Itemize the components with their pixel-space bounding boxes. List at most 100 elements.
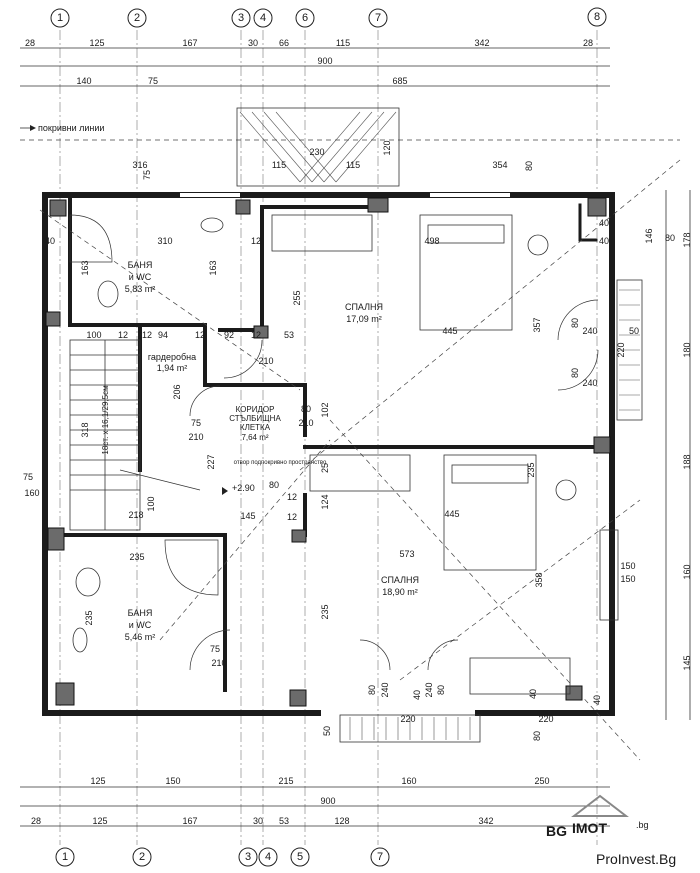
dim-i-498: 498 [424, 236, 439, 246]
dim-bot-167: 167 [182, 816, 197, 826]
dim-i-75c: 75 [210, 644, 220, 654]
dim-i-240b: 240 [582, 378, 597, 388]
dim-i-stair: 18ст. x 16,1/29,5см [101, 385, 110, 454]
axis-top-4: 4 [260, 12, 266, 24]
dim-top-316: 316 [132, 160, 147, 170]
dim-top-685: 685 [392, 76, 407, 86]
room-bath2-name: БАНЯ [128, 608, 153, 618]
axis-bottom-1: 1 [62, 851, 68, 863]
dim-bot-30: 30 [253, 816, 263, 826]
room-corridor-name: КОРИДОР [236, 405, 275, 414]
room-bed2-name: СПАЛНЯ [381, 575, 419, 585]
axis-bottom-5: 5 [297, 851, 303, 863]
dim-i-40c: 40 [599, 236, 609, 246]
dim-i-573: 573 [399, 549, 414, 559]
dim-i-160a: 160 [24, 488, 39, 498]
columns [45, 197, 611, 707]
note-level: +2.90 [232, 483, 255, 493]
axes-bottom: 1 2 3 4 5 7 [55, 847, 390, 867]
dim-i-310: 310 [157, 236, 172, 246]
room-bath1-name: БАНЯ [128, 260, 153, 270]
dim-top-354: 354 [492, 160, 507, 170]
axis-top-2: 2 [134, 12, 140, 24]
dim-stair-230: 230 [309, 147, 324, 157]
dim-bot-53: 53 [279, 816, 289, 826]
dim-top-75b: 75 [142, 170, 152, 180]
dim-i-220b: 220 [400, 714, 415, 724]
dim-i-227: 227 [206, 454, 216, 469]
dim-i-94: 94 [158, 330, 168, 340]
dim-i-124: 124 [320, 494, 330, 509]
dim-i-445b: 445 [444, 509, 459, 519]
dim-i-210a: 210 [258, 356, 273, 366]
dim-i-12g: 12 [287, 492, 297, 502]
dim-i-12d: 12 [142, 330, 152, 340]
room-bath2-area: 5,46 m² [125, 632, 156, 642]
roof-lines-label: покривни линии [38, 123, 104, 133]
dim-i-100a: 100 [86, 330, 101, 340]
dim-i-210c: 210 [298, 418, 313, 428]
room-bed1-area: 17,09 m² [346, 314, 382, 324]
dim-i-218: 218 [128, 510, 143, 520]
room-labels: БАНЯ и WC 5,83 m² СПАЛНЯ 17,09 m² гардер… [125, 260, 419, 642]
dim-i-235c: 235 [84, 610, 94, 625]
dim-i-50b: 50 [322, 726, 332, 736]
dim-top-140: 140 [76, 76, 91, 86]
axis-bottom-4: 4 [265, 851, 271, 863]
dim-i-235d: 235 [320, 604, 330, 619]
axis-top-7: 7 [375, 12, 381, 24]
dim-i-210d: 210 [211, 658, 226, 668]
dim-i-220a: 220 [616, 342, 626, 357]
dim-i-80a: 80 [570, 318, 580, 328]
dim-bot-125: 125 [90, 776, 105, 786]
axis-bottom-2: 2 [139, 851, 145, 863]
dim-i-80c: 80 [301, 404, 311, 414]
axis-top-8: 8 [594, 11, 600, 23]
watermark-brand-right: IMOT [572, 820, 607, 836]
dim-bot-342: 342 [478, 816, 493, 826]
dim-top-115: 115 [336, 38, 350, 48]
dim-right-180: 180 [682, 342, 692, 357]
dim-top-125: 125 [89, 38, 104, 48]
dim-top-80: 80 [524, 161, 534, 171]
dim-i-40a: 40 [45, 236, 55, 246]
watermark-site: ProInvest.Bg [596, 851, 676, 867]
dim-i-102: 102 [320, 402, 330, 417]
dim-bot-150: 150 [165, 776, 180, 786]
room-bath1-sub: и WC [129, 272, 152, 282]
dim-i-100b: 100 [146, 496, 156, 511]
watermark: BG IMOT .bg ProInvest.Bg [546, 794, 676, 867]
watermark-brand-left: BG [546, 823, 567, 839]
dim-right-80: 80 [665, 233, 675, 243]
dim-right-160: 160 [682, 564, 692, 579]
dim-i-25: 25 [320, 463, 330, 473]
dim-i-150b: 150 [620, 574, 635, 584]
dim-i-12b: 12 [118, 330, 128, 340]
axis-top-3: 3 [238, 12, 244, 24]
room-bed2-area: 18,90 m² [382, 587, 418, 597]
axis-bottom-7: 7 [377, 851, 383, 863]
dim-top-342: 342 [474, 38, 489, 48]
grid-axes [59, 30, 598, 845]
dim-i-445a: 445 [442, 326, 457, 336]
plan-notes: отвор подпокривно пространство +2.90 [222, 460, 327, 495]
dim-bot-160: 160 [401, 776, 416, 786]
dimensions-top: 28 125 167 30 66 115 342 28 900 140 75 6… [20, 38, 610, 87]
dim-i-150a: 150 [620, 561, 635, 571]
room-corridor-sub2: КЛЕТКА [240, 423, 271, 432]
balconies [339, 279, 643, 743]
dim-i-255: 255 [292, 290, 302, 305]
dim-i-80e: 80 [367, 685, 377, 695]
interior-dimensions: 40 310 163 163 498 40 40 255 357 445 12 … [23, 218, 639, 741]
dim-i-318: 318 [80, 422, 90, 437]
dim-top-30: 30 [248, 38, 258, 48]
dim-bot-125b: 125 [92, 816, 107, 826]
dim-i-240c: 240 [380, 682, 390, 697]
dim-i-206: 206 [172, 384, 182, 399]
dim-i-12a: 12 [251, 236, 261, 246]
doors [189, 299, 599, 671]
dim-i-80b: 80 [570, 368, 580, 378]
room-bath1-area: 5,83 m² [125, 284, 156, 294]
roof-lines-note: покривни линии [20, 123, 680, 141]
